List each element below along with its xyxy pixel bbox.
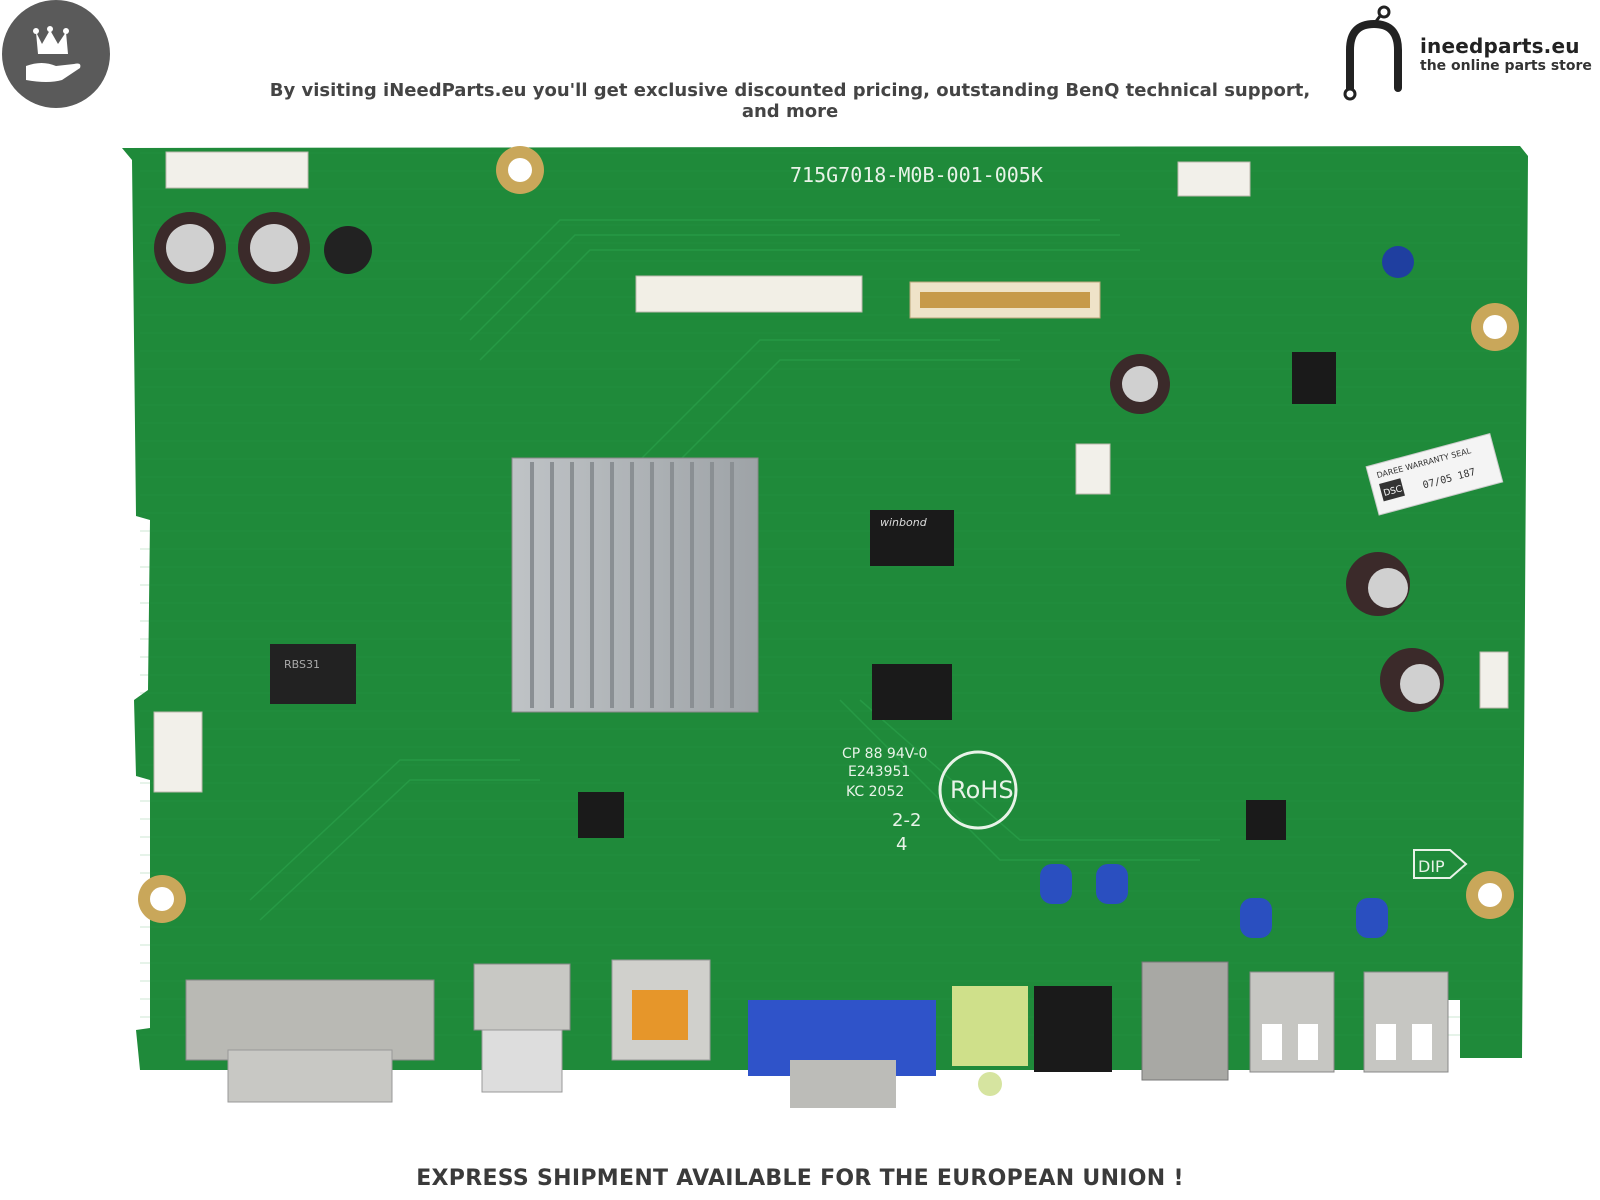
crown-badge (2, 0, 110, 108)
n-circuit-logo-icon (1343, 5, 1402, 101)
mounting-holes (138, 146, 1519, 923)
ic-rbs31 (270, 644, 356, 704)
brand-subtitle: the online parts store (1420, 58, 1592, 74)
chip-brand-label: winbond (880, 516, 928, 529)
chip-u4003 (872, 664, 952, 720)
warranty-seal: DAREE WARRANTY SEAL DSC 07/05 187 (1365, 432, 1504, 516)
port-audio-black (1034, 986, 1112, 1072)
svg-text:DSC: DSC (1383, 484, 1404, 499)
svg-text:DIP: DIP (1418, 857, 1445, 876)
port-hdmi-2 (611, 959, 711, 1061)
port-audio-green (952, 986, 1028, 1096)
chip-u601 (1292, 352, 1336, 404)
svg-text:CP 88 94V-0: CP 88 94V-0 (842, 746, 927, 762)
rohs-mark: RoHS (950, 776, 1014, 804)
svg-text:4: 4 (896, 834, 907, 855)
tagline: By visiting iNeedParts.eu you'll get exc… (269, 80, 1311, 122)
port-usb-1 (1249, 971, 1335, 1073)
svg-text:KC 2052: KC 2052 (846, 784, 904, 800)
brand-name: ineedparts.eu (1420, 34, 1580, 58)
brand-logo[interactable]: ineedparts.eu the online parts store (1340, 2, 1600, 102)
svg-text:RBS31: RBS31 (284, 658, 320, 671)
port-vga (748, 1000, 936, 1108)
connector-cn4006 (635, 275, 863, 313)
port-hdmi-1 (473, 963, 571, 1093)
crown-hand-icon (26, 26, 81, 82)
heat-sink (511, 457, 759, 713)
svg-text:2-2: 2-2 (892, 810, 921, 831)
port-usb-b (1141, 961, 1229, 1081)
winbond-chip (870, 510, 954, 566)
connector-cn1001 (165, 151, 309, 189)
port-usb-2 (1363, 971, 1449, 1073)
port-dvi (185, 979, 435, 1103)
footer-banner: EXPRESS SHIPMENT AVAILABLE FOR THE EUROP… (416, 1166, 1184, 1191)
part-number: 715G7018-M0B-001-005K (790, 163, 1043, 187)
capacitors-top-left (154, 212, 372, 284)
svg-text:E243951: E243951 (848, 764, 910, 780)
